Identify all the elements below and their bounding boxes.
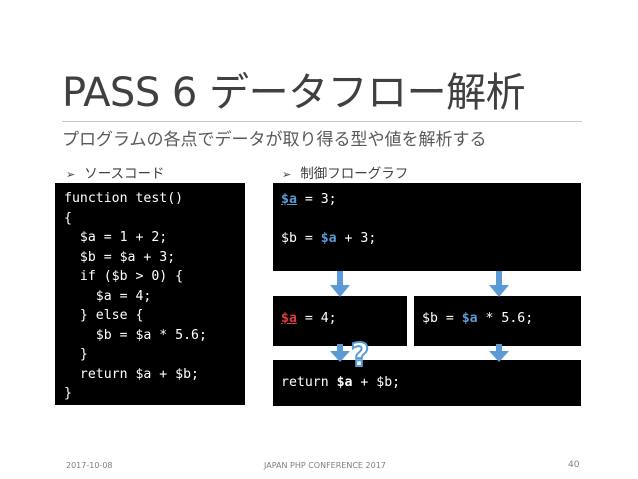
bullet-source-label: ソースコード [84,166,165,182]
cfg-text: $b = [281,231,321,246]
code-line: } [64,347,88,362]
code-line: $b = $a * 5.6; [64,327,207,343]
code-line: $b = $a + 3; [64,249,176,265]
code-line: } [64,386,72,401]
cfg-blank-line [281,210,581,230]
footer-date: 2017-10-08 [66,461,113,470]
title-divider [62,121,582,122]
cfg-node-else: $b = $a * 5.6; [414,296,581,346]
flow-arrow-icon [489,271,509,297]
question-mark-glyph: ? [351,338,370,372]
code-line: { [64,210,72,226]
code-line: } else { [64,308,144,323]
cfg-text: $b = [422,311,462,326]
cfg-text: + 3; [336,231,377,246]
var-a-redefinition: $a [281,311,297,326]
code-line: $a = 1 + 2; [64,230,168,245]
cfg-node-then: $a = 4; [273,296,407,346]
cfg-text: * 5.6; [477,311,534,326]
source-code-block: function test() { $a = 1 + 2; $b = $a + 3… [55,183,245,405]
var-a-highlight: $a [281,192,297,207]
cfg-line: $b = $a + 3; [281,229,581,249]
cfg-line: if ($b > 0) [281,270,369,285]
var-a-reference: $a [461,311,478,326]
question-mark-icon: ? [350,338,371,372]
page-number: 40 [568,460,580,470]
flow-arrow-icon [489,344,509,362]
slide-subtitle: プログラムの各点でデータが取り得る型や値を解析する [62,130,487,150]
var-a-reference: $a [320,231,337,246]
slide-title: PASS 6 データフロー解析 [62,70,526,116]
flow-arrow-icon [330,271,350,297]
code-line: if ($b > 0) { [64,269,184,284]
bullet-source-code: ➢ ソースコード [66,162,165,182]
footer-event: JAPAN PHP CONFERENCE 2017 [264,461,386,470]
cfg-line: $a = 3; [281,190,581,210]
cfg-text: + $b; [352,375,401,390]
var-a-return: $a [336,375,353,390]
code-line: $a = 4; [64,288,152,304]
cfg-blank-line [281,249,581,269]
cfg-node-return: return $a + $b; [273,360,581,406]
cfg-text: = 4; [296,311,337,326]
arrow-bullet-icon: ➢ [66,168,76,181]
cfg-node-entry: $a = 3; $b = $a + 3; if ($b > 0) [273,183,581,285]
bullet-control-flow-graph: ➢ 制御フローグラフ [282,162,408,182]
bullet-graph-label: 制御フローグラフ [300,166,409,182]
flow-arrow-icon [330,344,350,362]
code-line: function test() [64,191,184,206]
code-line: return $a + $b; [64,366,199,382]
cfg-text: return [281,375,337,390]
cfg-text: = 3; [296,192,337,207]
arrow-bullet-icon: ➢ [282,168,292,181]
